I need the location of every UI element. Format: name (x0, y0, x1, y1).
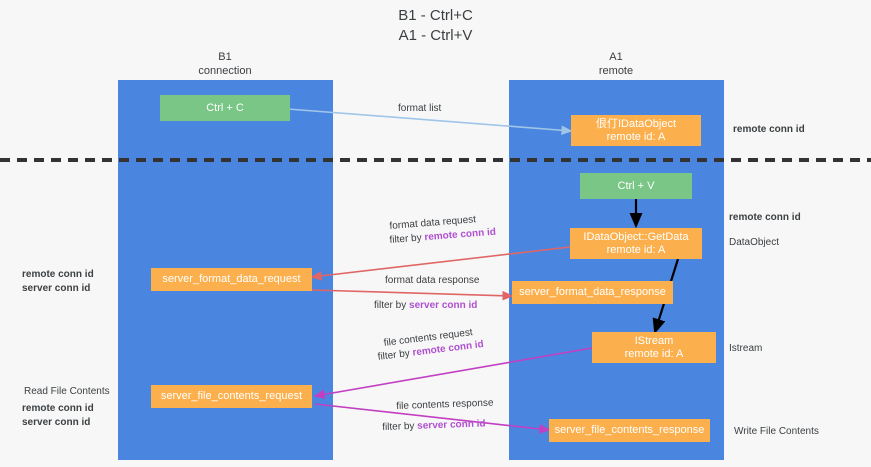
node-ctrl-v[interactable]: Ctrl + V (580, 173, 692, 199)
filter-prefix: filter by (374, 300, 410, 311)
annotation-istream: Istream (729, 343, 763, 354)
node-getdata-line2: remote id: A (606, 243, 666, 256)
annotation-write-file-contents: Write File Contents (734, 426, 819, 437)
edge-label-format-data-response: format data response (385, 275, 480, 286)
node-getdata-line1: IDataObject::GetData (583, 230, 689, 243)
edge-label-format-list: format list (398, 103, 442, 114)
annotation-dataobject: DataObject (729, 237, 780, 248)
node-ctrl-c-label: Ctrl + C (206, 101, 244, 114)
node-ctrl-v-label: Ctrl + V (617, 179, 655, 192)
edge-label-file-contents-response: file contents response (396, 397, 494, 412)
diagram-title: B1 - Ctrl+C A1 - Ctrl+V (0, 6, 871, 46)
edge-format-data-response (311, 289, 514, 301)
node-istream[interactable]: IStream remote id: A (592, 332, 716, 363)
node-server-file-contents-request-label: server_file_contents_request (160, 390, 303, 402)
node-server-file-contents-request[interactable]: server_file_contents_request (151, 385, 312, 408)
node-idataobject-line1: 佷仃IDataObject (595, 117, 677, 130)
node-idataobject-line2: remote id: A (606, 130, 666, 143)
column-header-b1: B1 connection (125, 50, 325, 78)
annotation-left-remote-conn-id-mid: remote conn id (22, 269, 94, 280)
node-server-format-data-request[interactable]: server_format_data_request (151, 268, 312, 291)
annotation-remote-conn-id-mid: remote conn id (729, 212, 801, 223)
annotation-left-server-conn-id-mid: server conn id (22, 283, 91, 294)
node-idataobject[interactable]: 佷仃IDataObject remote id: A (571, 115, 701, 146)
column-header-a1-sub: remote (598, 65, 634, 77)
node-istream-line2: remote id: A (624, 347, 684, 360)
filter-prefix: filter by (389, 232, 425, 246)
annotation-read-file-contents: Read File Contents (24, 386, 110, 397)
filter-value-server-conn-id: server conn id (409, 300, 478, 311)
node-server-format-data-request-label: server_format_data_request (162, 273, 301, 285)
node-server-format-data-response[interactable]: server_format_data_response (512, 281, 673, 304)
node-server-format-data-response-label: server_format_data_response (519, 286, 666, 298)
column-header-a1: A1 remote (516, 50, 716, 78)
edge-label-file-contents-response-filter: filter by server conn id (382, 417, 486, 434)
column-header-b1-name: B1 (218, 51, 232, 63)
node-server-file-contents-response-label: server_file_contents_response (554, 424, 705, 436)
annotation-remote-conn-id-top: remote conn id (733, 124, 805, 135)
filter-prefix: filter by (377, 347, 414, 363)
column-header-a1-name: A1 (609, 51, 623, 63)
node-idataobject-getdata[interactable]: IDataObject::GetData remote id: A (570, 228, 702, 259)
node-istream-line1: IStream (634, 334, 674, 347)
filter-prefix: filter by (382, 420, 418, 433)
filter-value-server-conn-id: server conn id (417, 418, 486, 432)
node-ctrl-c[interactable]: Ctrl + C (160, 95, 290, 121)
annotation-left-remote-conn-id-bottom: remote conn id (22, 403, 94, 414)
column-header-b1-sub: connection (198, 65, 252, 77)
node-server-file-contents-response[interactable]: server_file_contents_response (549, 419, 710, 442)
title-line-1: B1 - Ctrl+C (398, 7, 473, 24)
annotation-left-server-conn-id-bottom: server conn id (22, 417, 91, 428)
title-line-2: A1 - Ctrl+V (398, 27, 473, 44)
edge-label-format-data-response-filter: filter by server conn id (374, 299, 477, 312)
